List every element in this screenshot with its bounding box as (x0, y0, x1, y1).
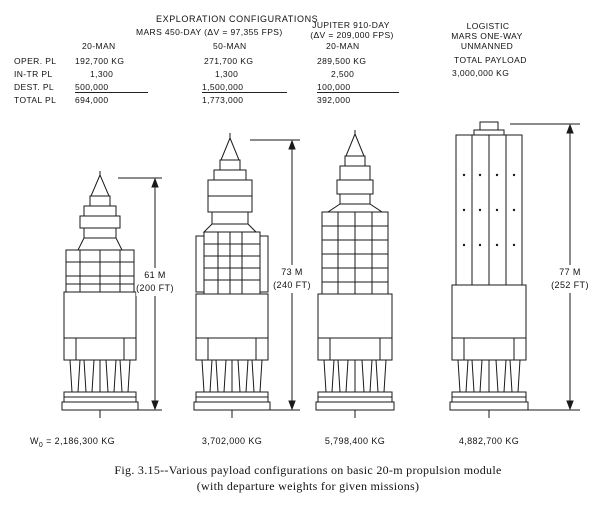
col2-oper-pl: 271,700 KG (204, 56, 254, 66)
col4-total-payload-header: TOTAL PAYLOAD (454, 55, 527, 65)
col1-in-tr-pl: 1,300 (90, 69, 114, 79)
figure-caption: Fig. 3.15--Various payload configuration… (0, 462, 616, 494)
departure-weight-3: 5,798,400 KG (324, 436, 386, 446)
col3-oper-pl: 289,500 KG (317, 56, 367, 66)
row-label-oper-pl: OPER. PL (14, 56, 57, 66)
col4-total-payload: 3,000,000 KG (452, 68, 510, 78)
height-61m-feet: (200 FT) (136, 283, 174, 293)
height-77m-feet: (252 FT) (551, 280, 589, 290)
jupiter-mission-label: JUPITER 910-DAY (312, 20, 390, 30)
col1-crew-header: 20-MAN (82, 41, 116, 51)
row-label-in-tr-pl: IN-TR PL (14, 69, 53, 79)
unmanned-label: UNMANNED (460, 41, 514, 51)
vehicle-3-jupiter-20-man (315, 130, 395, 418)
caption-line-2: (with departure weights for given missio… (196, 479, 420, 493)
row-label-dest-pl: DEST. PL (14, 82, 55, 92)
weight-equals: = (43, 436, 55, 446)
col3-crew-header: 20-MAN (326, 41, 360, 51)
col1-dest-pl: 500,000 (75, 82, 148, 93)
mars-mission-label: MARS 450-DAY (ΔV = 97,355 FPS) (136, 27, 283, 37)
col2-total-pl: 1,773,000 (202, 95, 244, 105)
height-73m-meters: 73 M (281, 267, 303, 277)
departure-weight-4: 4,882,700 KG (458, 436, 520, 446)
height-label-77m: 77 M (252 FT) (551, 265, 589, 293)
col3-in-tr-pl: 2,500 (331, 69, 355, 79)
col1-total-pl: 694,000 (75, 95, 109, 105)
col3-dest-pl: 100,000 (317, 82, 399, 93)
row-label-total-pl: TOTAL PL (14, 95, 57, 105)
departure-weight-2: 3,702,000 KG (201, 436, 263, 446)
height-label-73m: 73 M (240 FT) (273, 265, 311, 293)
vehicle-1-mars-20-man (61, 171, 162, 418)
weight-symbol: W (30, 436, 39, 446)
exploration-configurations-title: EXPLORATION CONFIGURATIONS (156, 14, 319, 24)
vehicle-2-mars-50-man (193, 133, 300, 418)
vehicle-4-logistic-unmanned (449, 121, 580, 418)
departure-weight-1: W0 = 2,186,300 KG (30, 436, 115, 449)
caption-line-1: Fig. 3.15--Various payload configuration… (114, 463, 502, 477)
col1-oper-pl: 192,700 KG (75, 56, 125, 66)
height-73m-feet: (240 FT) (273, 280, 311, 290)
mars-one-way-label: MARS ONE-WAY (451, 31, 523, 41)
col2-dest-pl: 1,500,000 (202, 82, 287, 93)
weight-subscript: 0 (38, 441, 44, 449)
col3-total-pl: 392,000 (317, 95, 351, 105)
height-77m-meters: 77 M (559, 267, 581, 277)
logistic-label: LOGISTIC (466, 21, 510, 31)
col2-crew-header: 50-MAN (213, 41, 247, 51)
col2-in-tr-pl: 1,300 (215, 69, 239, 79)
height-label-61m: 61 M (200 FT) (136, 268, 174, 296)
height-61m-meters: 61 M (144, 270, 166, 280)
jupiter-delta-v-label: (ΔV = 209,000 FPS) (310, 30, 394, 40)
departure-weight-1-value: 2,186,300 KG (54, 436, 116, 446)
